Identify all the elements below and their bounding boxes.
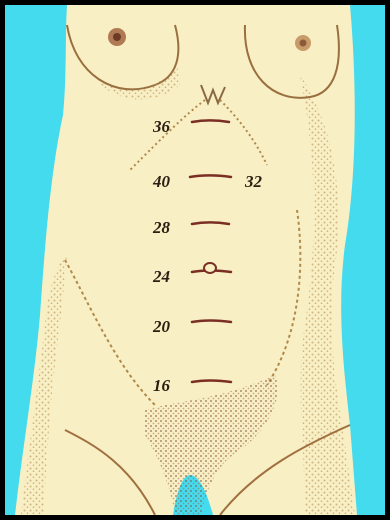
fundal-height-diagram	[5, 5, 385, 515]
left-nipple-inner	[113, 33, 121, 41]
week-label-28: 28	[153, 219, 170, 236]
week-label-24: 24	[153, 268, 170, 285]
umbilicus	[204, 263, 216, 273]
week-label-40: 40	[153, 173, 170, 190]
right-nipple-inner	[300, 40, 307, 47]
week-label-36: 36	[153, 118, 170, 135]
week-label-32: 32	[245, 173, 262, 190]
week-label-16: 16	[153, 377, 170, 394]
week-label-20: 20	[153, 318, 170, 335]
